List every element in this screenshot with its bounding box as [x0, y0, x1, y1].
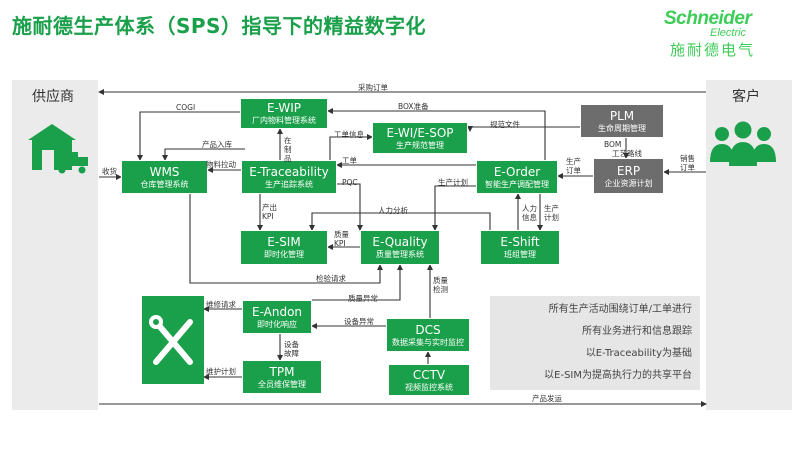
flow-label: 物料拉动: [206, 160, 236, 169]
note-line: 以E-Traceability为基础: [585, 348, 692, 359]
flow-label: 收货: [102, 167, 117, 176]
cctv-box[interactable]: CCTV 视频监控系统: [388, 364, 470, 396]
schneider-logo: Schneider Electric 施耐德电气: [664, 8, 794, 59]
flow-label: 工艺路线: [612, 149, 642, 158]
flow-label: PQC: [342, 178, 358, 187]
e-wip-box[interactable]: E-WIP 厂内物料管理系统: [240, 98, 328, 129]
e-wip-name: E-WIP: [266, 101, 302, 115]
e-quality-name: E-Quality: [372, 235, 428, 249]
e-sim-name: E-SIM: [267, 235, 301, 249]
tpm-box[interactable]: TPM 全员维保管理: [242, 360, 322, 394]
dcs-desc: 数据采集与实时监控: [392, 337, 464, 347]
e-quality-box[interactable]: E-Quality 质量管理系统: [360, 230, 440, 265]
dcs-box[interactable]: DCS 数据采集与实时监控: [386, 318, 470, 352]
flow-label: 人力分析: [378, 206, 408, 215]
flow-label: 产品发运: [532, 394, 562, 403]
flow-label: BOM: [604, 140, 622, 149]
flow-label: 在制品: [284, 136, 292, 163]
e-sim-box[interactable]: E-SIM 即时化管理: [240, 230, 328, 265]
page-title: 施耐德生产体系（SPS）指导下的精益数字化: [12, 14, 426, 38]
cctv-desc: 视频监控系统: [405, 382, 453, 392]
flow-label: BOX准备: [398, 102, 429, 111]
e-traceability-box[interactable]: E-Traceability 生产追踪系统: [241, 160, 337, 194]
e-wi-sop-box[interactable]: E-WI/E-SOP 生产规范管理: [372, 122, 468, 154]
flow-label: 生产订单: [566, 157, 581, 175]
flow-label: 设备故障: [284, 340, 299, 358]
flow-label: 质量KPI: [334, 230, 349, 248]
e-order-desc: 智能生产调配管理: [485, 179, 549, 189]
tpm-desc: 全员维保管理: [258, 379, 306, 389]
flow-label: 生产计划: [438, 178, 468, 187]
e-shift-box[interactable]: E-Shift 班组管理: [480, 230, 560, 265]
flow-label: 质量检测: [433, 276, 448, 294]
tools-icon: [142, 296, 204, 384]
e-traceability-desc: 生产追踪系统: [265, 179, 313, 189]
plm-desc: 生命周期管理: [598, 123, 646, 133]
customer-label: 客户: [732, 89, 760, 105]
e-wip-desc: 厂内物料管理系统: [252, 116, 316, 125]
e-order-name: E-Order: [493, 164, 541, 179]
flow-label: 销售订单: [680, 154, 695, 172]
flow-label: 维修请求: [206, 300, 236, 309]
tpm-name: TPM: [269, 364, 295, 379]
cctv-name: CCTV: [412, 367, 446, 382]
dcs-name: DCS: [415, 322, 441, 337]
flow-label: 规范文件: [490, 120, 520, 129]
note-line: 以E-SIM为提高执行力的共享平台: [544, 370, 692, 381]
erp-box[interactable]: ERP 企业资源计划: [593, 158, 664, 194]
warehouse-truck-icon: [28, 124, 88, 174]
note-line: 所有业务进行和信息跟踪: [582, 326, 692, 337]
flow-label: 人力信息: [522, 204, 537, 222]
flow-label: 工单: [342, 156, 357, 165]
e-wi-sop-name: E-WI/E-SOP: [386, 125, 454, 140]
flow-label: 检验请求: [316, 274, 346, 283]
flow-label: 产出KPI: [262, 203, 277, 221]
e-andon-desc: 即时化响应: [257, 319, 297, 329]
plm-box[interactable]: PLM 生命周期管理: [580, 104, 664, 138]
logo-cn: 施耐德电气: [670, 41, 756, 59]
note-line: 所有生产活动围绕订单/工单进行: [548, 304, 692, 315]
flow-label: 采购订单: [358, 83, 388, 92]
e-traceability-name: E-Traceability: [249, 164, 329, 179]
plm-name: PLM: [609, 108, 635, 123]
flow-label: COGI: [176, 103, 196, 112]
flow-label: 设备异常: [344, 317, 374, 326]
erp-desc: 企业资源计划: [604, 178, 653, 188]
supplier-label: 供应商: [32, 89, 74, 105]
e-sim-desc: 即时化管理: [264, 250, 304, 259]
wms-box[interactable]: WMS 仓库管理系统: [121, 160, 208, 194]
wms-name: WMS: [149, 164, 180, 179]
logo-name: Schneider: [664, 8, 752, 29]
e-shift-desc: 班组管理: [504, 250, 536, 259]
notes-panel: 所有生产活动围绕订单/工单进行 所有业务进行和信息跟踪 以E-Traceabil…: [490, 296, 700, 390]
e-andon-name: E-Andon: [251, 304, 303, 319]
e-wi-sop-desc: 生产规范管理: [396, 140, 444, 150]
wms-desc: 仓库管理系统: [140, 179, 189, 189]
people-group-icon: [710, 121, 776, 166]
logo-sub: Electric: [710, 27, 747, 39]
e-shift-name: E-Shift: [500, 235, 540, 249]
flow-label: 产品入库: [202, 140, 232, 149]
flow-label: 生产计划: [544, 204, 559, 222]
e-order-box[interactable]: E-Order 智能生产调配管理: [476, 160, 558, 194]
flow-label: 质量异常: [348, 294, 378, 303]
flow-label: 维护计划: [206, 367, 236, 376]
e-quality-desc: 质量管理系统: [376, 250, 424, 259]
e-andon-box[interactable]: E-Andon 即时化响应: [242, 300, 312, 334]
erp-name: ERP: [616, 163, 641, 178]
flow-label: 工单信息: [334, 130, 364, 139]
